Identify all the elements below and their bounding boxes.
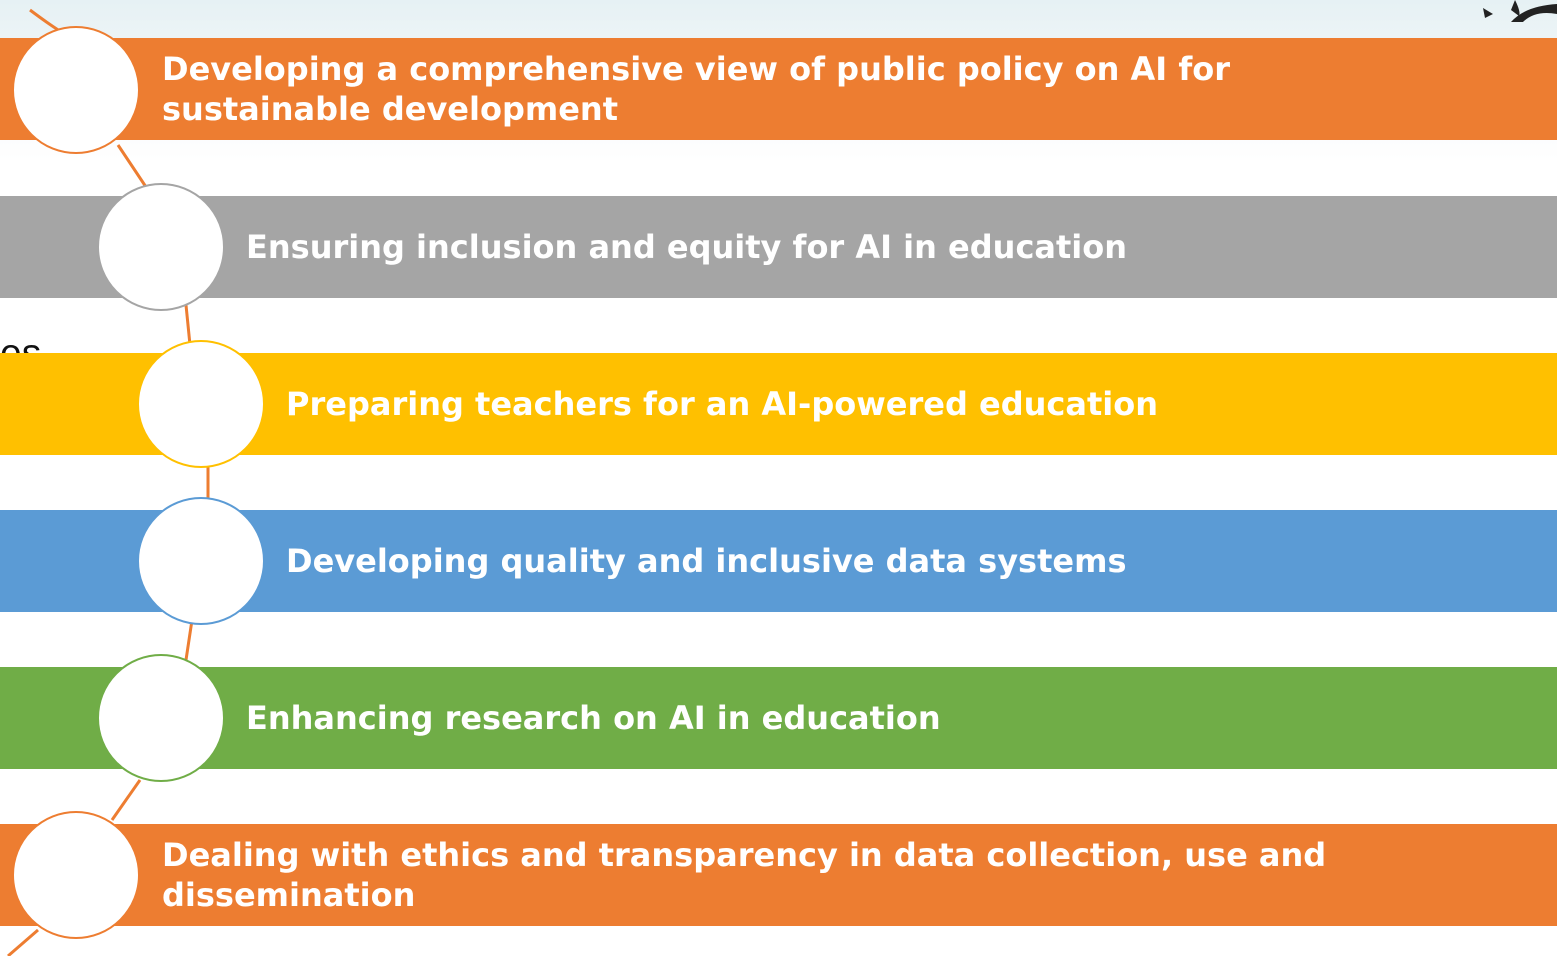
band-label: Developing quality and inclusive data sy…: [286, 542, 1127, 580]
circle-marker-4: [137, 497, 265, 625]
band-label: Dealing with ethics and transparency in …: [162, 836, 1327, 914]
band-public-policy: Developing a comprehensive view of publi…: [0, 38, 1557, 140]
band-label: Preparing teachers for an AI-powered edu…: [286, 385, 1158, 423]
band-label: Ensuring inclusion and equity for AI in …: [246, 228, 1128, 266]
circle-marker-5: [97, 654, 225, 782]
band-research: Enhancing research on AI in education: [0, 667, 1557, 769]
circle-marker-6: [12, 811, 140, 939]
band-ethics-transparency: Dealing with ethics and transparency in …: [0, 824, 1557, 926]
band-inclusion-equity: Ensuring inclusion and equity for AI in …: [0, 196, 1557, 298]
band-label: Developing a comprehensive view of publi…: [162, 50, 1231, 128]
circle-marker-1: [12, 26, 140, 154]
circle-marker-2: [97, 183, 225, 311]
band-data-systems: Developing quality and inclusive data sy…: [0, 510, 1557, 612]
circle-marker-3: [137, 340, 265, 468]
band-label: Enhancing research on AI in education: [246, 699, 941, 737]
bird-logo-icon: [1483, 0, 1557, 22]
